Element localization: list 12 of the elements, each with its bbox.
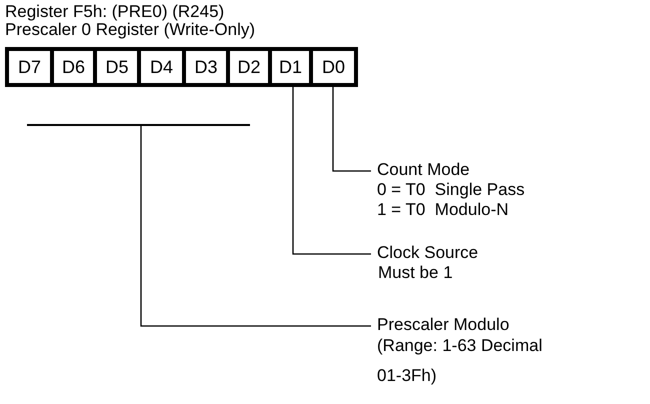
leader-line (292, 87, 371, 255)
leader-line (332, 87, 371, 172)
register-title: Register F5h: (PRE0) (R245) (5, 3, 224, 21)
field-description: 0 = T0 Single Pass (377, 180, 526, 200)
field-description: 1 = T0 Modulo-N (377, 200, 510, 220)
register-description: Prescaler 0 Register (Write-Only) (5, 21, 256, 39)
field-name: Clock Source (377, 243, 480, 263)
field-name: Prescaler Modulo (377, 315, 510, 335)
field-name: Count Mode (377, 160, 471, 180)
leader-line (140, 126, 371, 327)
field-description: (Range: 1-63 Decimal 01-3Fh) (377, 335, 544, 387)
field-description: Must be 1 (378, 263, 454, 283)
